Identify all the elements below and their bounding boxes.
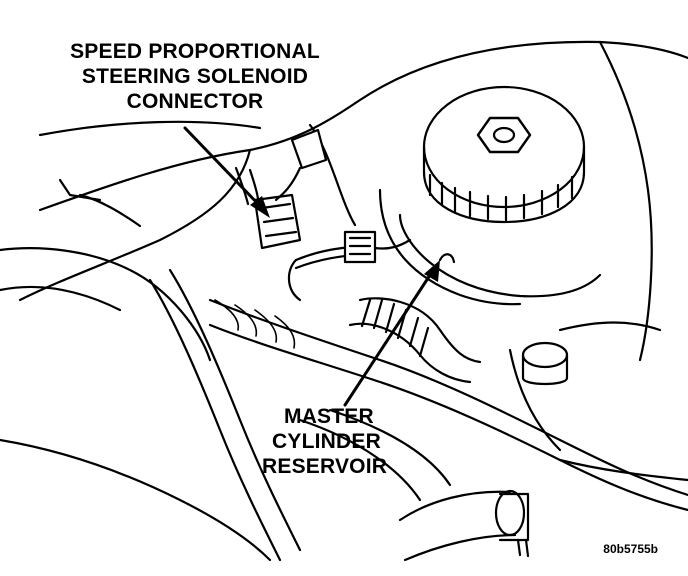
fender-panel: [20, 42, 688, 360]
master-cylinder-reservoir-callout: MASTER CYLINDER RESERVOIR: [262, 405, 432, 479]
floor-pan: [300, 410, 688, 500]
master-cylinder-reservoir: [380, 87, 600, 304]
leader-arrows: [185, 128, 440, 405]
brake-lines: [289, 232, 410, 300]
vacuum-hose: [350, 298, 480, 382]
callout-line: RESERVOIR: [262, 454, 388, 478]
solenoid-leader-line: [185, 128, 262, 208]
callout-line: CYLINDER: [272, 429, 381, 453]
callout-line: STEERING SOLENOID: [81, 64, 309, 88]
callout-line: MASTER: [284, 405, 374, 428]
solenoid-connector: [236, 130, 326, 248]
reservoir-arrow-head: [424, 260, 440, 282]
figure-id-label: 80b5755b: [603, 542, 658, 556]
reservoir-leader-line: [345, 272, 432, 405]
steering-hose: [210, 300, 688, 510]
bracket-bolt: [510, 343, 567, 450]
callout-line: SPEED PROPORTIONAL: [70, 40, 320, 63]
solenoid-connector-callout: SPEED PROPORTIONAL STEERING SOLENOID CON…: [40, 40, 350, 114]
callout-line: CONNECTOR: [126, 89, 264, 113]
lower-hose-clamp: [400, 491, 528, 560]
solenoid-arrow-head: [250, 196, 270, 218]
left-frame: [0, 180, 300, 560]
